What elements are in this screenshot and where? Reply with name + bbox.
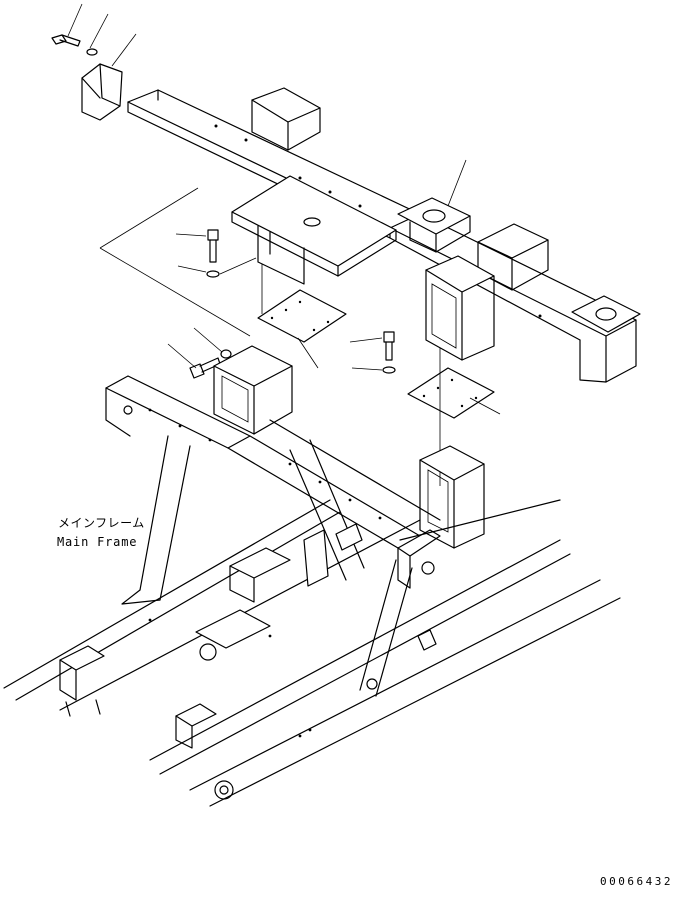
main-frame-label-english: Main Frame: [57, 535, 138, 549]
upper-cross-member: [127, 87, 641, 383]
shim-plate-right: [407, 348, 501, 486]
middle-bolts-right: [349, 331, 396, 374]
side-bolt-left: [167, 327, 232, 379]
right-housing-upper: [425, 255, 495, 361]
main-frame: [3, 345, 621, 807]
top-bolt-assembly: [51, 34, 123, 121]
middle-bolts-left: [175, 229, 257, 278]
drawing-number: 00066432: [600, 875, 673, 888]
shim-plate-left: [257, 264, 347, 369]
main-frame-label-japanese: メインフレーム: [58, 516, 145, 530]
